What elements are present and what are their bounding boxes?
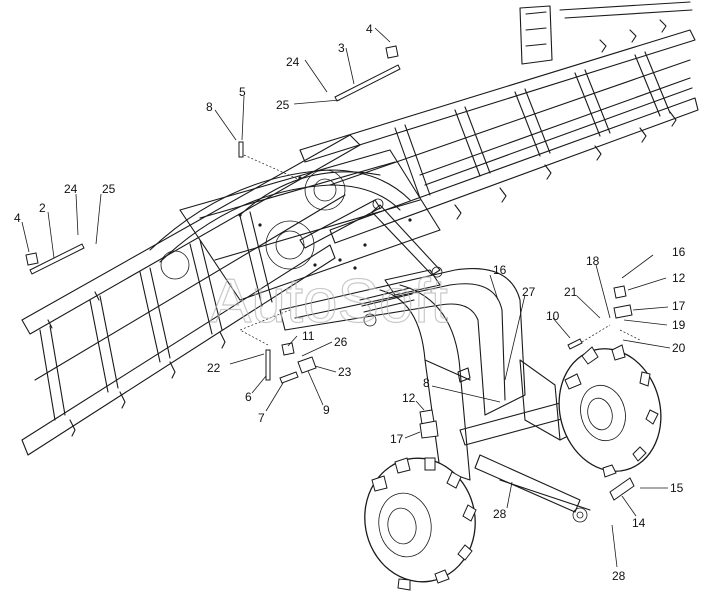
callout-11: 11 bbox=[302, 329, 315, 343]
callout-17-right: 17 bbox=[672, 299, 686, 313]
callout-16: 16 bbox=[493, 263, 507, 277]
callout-9: 9 bbox=[323, 403, 330, 417]
callout-26: 26 bbox=[334, 335, 348, 349]
callout-15: 15 bbox=[670, 481, 684, 495]
part-4-block-top bbox=[385, 45, 399, 59]
part-17-plate-lower bbox=[419, 420, 439, 439]
callout-2: 2 bbox=[39, 201, 46, 215]
part-4-block-left bbox=[25, 252, 39, 266]
left-wheel bbox=[364, 457, 477, 591]
callout-labels: 4 3 24 25 8 5 4 2 24 25 16 27 18 16 12 2… bbox=[14, 22, 686, 583]
part-6-pin bbox=[265, 349, 271, 381]
part-12-block-right bbox=[613, 285, 627, 299]
leader-lines bbox=[21, 27, 671, 568]
part-14-wedge bbox=[609, 477, 635, 501]
callout-8-lower: 8 bbox=[423, 376, 430, 390]
callout-20: 20 bbox=[672, 341, 686, 355]
callout-28-lower: 28 bbox=[612, 569, 626, 583]
callout-4-left: 4 bbox=[14, 211, 21, 225]
loose-parts bbox=[25, 45, 635, 501]
callout-22: 22 bbox=[207, 361, 221, 375]
callout-28: 28 bbox=[493, 507, 507, 521]
callout-7: 7 bbox=[258, 411, 265, 425]
part-3-rod bbox=[334, 64, 401, 102]
callout-24-left: 24 bbox=[64, 182, 78, 196]
callout-24: 24 bbox=[286, 55, 300, 69]
callout-3: 3 bbox=[338, 41, 345, 55]
callout-21: 21 bbox=[564, 285, 578, 299]
watermark: AutoSoft bbox=[210, 267, 448, 336]
part-5-pin bbox=[238, 141, 244, 158]
callout-16-right: 16 bbox=[672, 245, 686, 259]
callout-5: 5 bbox=[239, 85, 246, 99]
callout-4: 4 bbox=[366, 22, 373, 36]
callout-23: 23 bbox=[338, 365, 352, 379]
callout-25: 25 bbox=[276, 98, 290, 112]
callout-6: 6 bbox=[245, 390, 252, 404]
rear-frame bbox=[299, 1, 699, 244]
callout-17-lower: 17 bbox=[390, 432, 404, 446]
part-17-plate-right bbox=[613, 304, 633, 319]
front-frame bbox=[21, 134, 361, 456]
part-10-pin bbox=[567, 338, 583, 350]
callout-12-right: 12 bbox=[672, 271, 686, 285]
callout-12-lower: 12 bbox=[402, 391, 416, 405]
callout-8: 8 bbox=[206, 100, 213, 114]
part-7-plate bbox=[279, 371, 299, 384]
part-11-clip bbox=[281, 342, 295, 356]
callout-25-left: 25 bbox=[102, 182, 116, 196]
callout-19: 19 bbox=[672, 318, 686, 332]
part-2-bar bbox=[29, 243, 85, 275]
callout-27: 27 bbox=[522, 285, 536, 299]
drawbar bbox=[279, 268, 526, 481]
callout-14: 14 bbox=[632, 516, 646, 530]
callout-10: 10 bbox=[546, 309, 560, 323]
part-9-block bbox=[297, 356, 317, 374]
center-assembly bbox=[149, 149, 443, 301]
right-wheel bbox=[558, 344, 662, 478]
callout-18: 18 bbox=[586, 254, 600, 268]
